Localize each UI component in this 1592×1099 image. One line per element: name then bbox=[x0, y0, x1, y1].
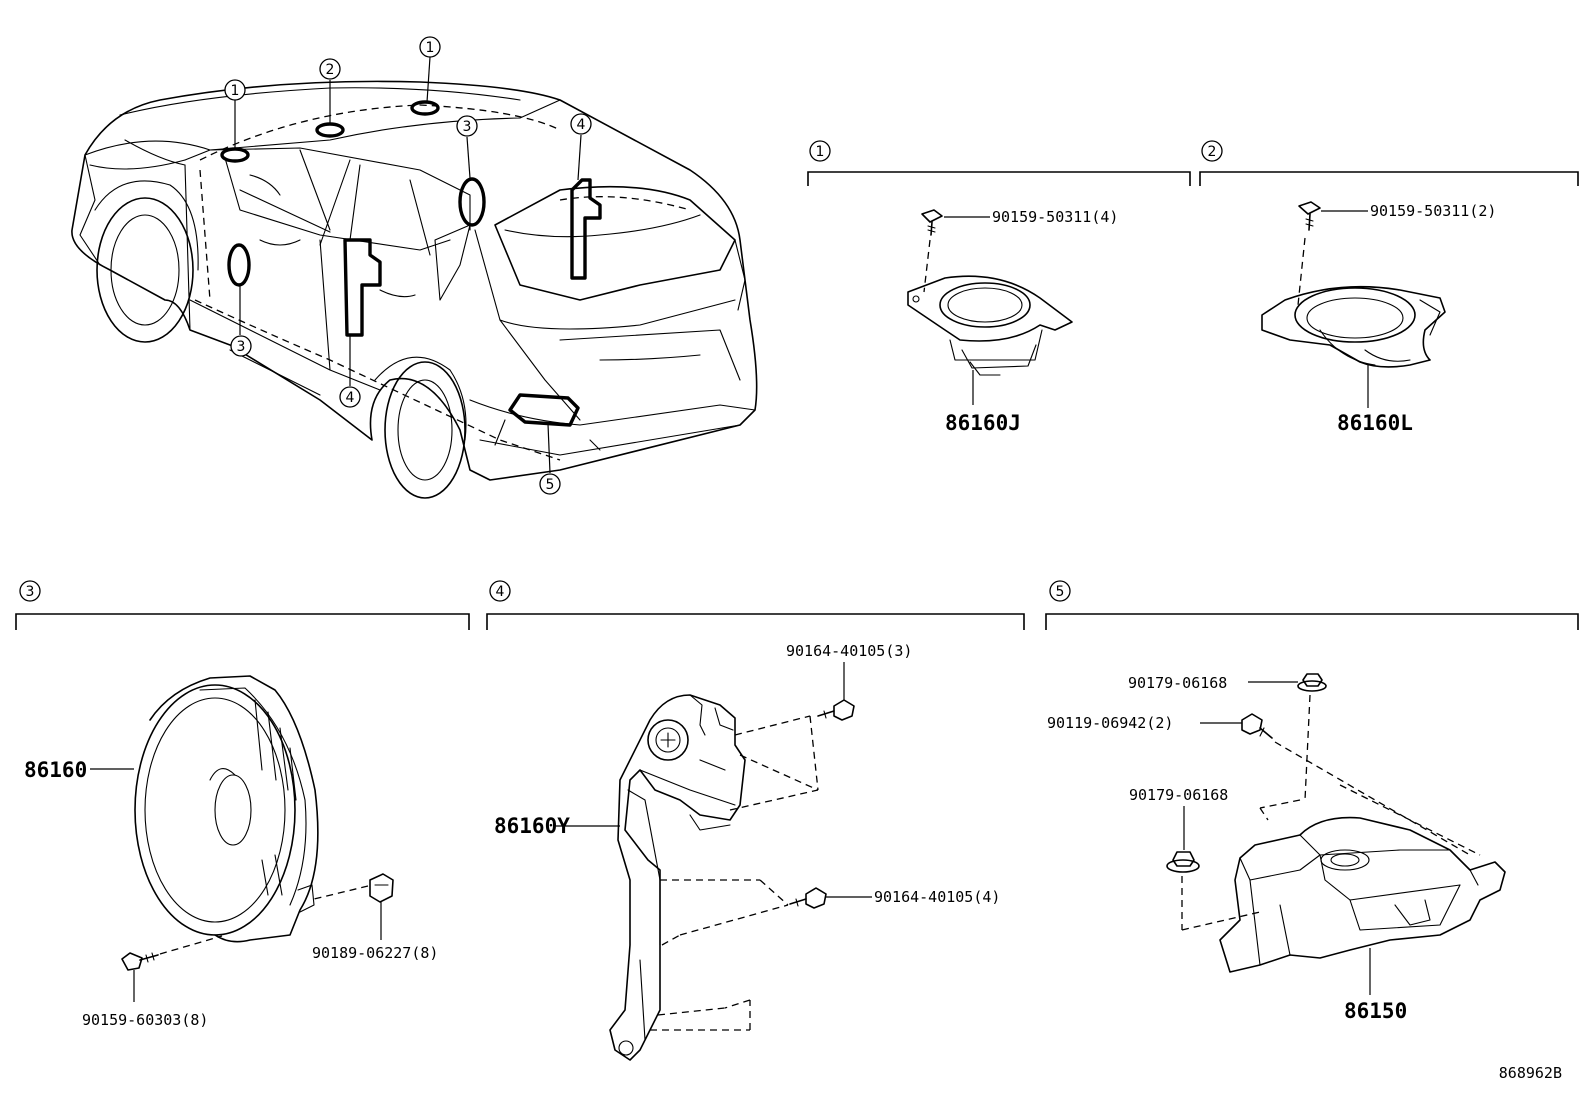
section-4-callout: 4 bbox=[489, 580, 511, 602]
nut-icon bbox=[1297, 673, 1327, 692]
vehicle-callout-2: 2 bbox=[319, 58, 341, 80]
diagram-code: 868962B bbox=[1499, 1064, 1562, 1082]
section-3-bracket bbox=[15, 613, 470, 630]
svg-text:4: 4 bbox=[346, 390, 355, 406]
screw-icon bbox=[921, 209, 943, 236]
screw-icon bbox=[121, 952, 159, 971]
part-86160J: 86160J bbox=[945, 411, 1021, 435]
section-4-bracket bbox=[486, 613, 1025, 630]
section-5-bracket bbox=[1045, 613, 1579, 630]
vehicle-callout-5: 5 bbox=[539, 473, 561, 495]
section-1-bracket bbox=[807, 171, 1191, 186]
part-86160L: 86160L bbox=[1337, 411, 1413, 435]
section-2-bracket bbox=[1199, 171, 1579, 186]
door-speaker-icon bbox=[134, 675, 319, 943]
section-5-callout: 5 bbox=[1049, 580, 1071, 602]
svg-text:4: 4 bbox=[577, 117, 586, 133]
svg-text:3: 3 bbox=[463, 119, 472, 135]
vehicle-callout-1a: 1 bbox=[224, 79, 246, 101]
part-90164-40105-3: 90164-40105(3) bbox=[786, 642, 912, 660]
section-3-callout: 3 bbox=[19, 580, 41, 602]
bolt-icon bbox=[1241, 713, 1273, 739]
svg-text:3: 3 bbox=[26, 584, 35, 600]
section-2-callout: 2 bbox=[1201, 140, 1223, 162]
svg-text:1: 1 bbox=[426, 40, 435, 56]
section-3: 3 86160 90189-06227(8) bbox=[15, 580, 470, 1029]
part-90159-60303-8: 90159-60303(8) bbox=[82, 1011, 208, 1029]
tweeter-speaker-icon bbox=[1261, 285, 1446, 368]
vehicle-callout-1b: 1 bbox=[419, 36, 441, 58]
vehicle-overview: 1 2 1 3 4 3 4 5 bbox=[71, 36, 758, 499]
part-90189-06227-8: 90189-06227(8) bbox=[312, 944, 438, 962]
screw-icon bbox=[1298, 201, 1321, 231]
bolt-icon bbox=[789, 887, 827, 909]
tweeter-speaker-icon bbox=[907, 275, 1073, 376]
part-90179-06168-top: 90179-06168 bbox=[1128, 674, 1227, 692]
amplifier-icon bbox=[1219, 816, 1506, 973]
part-90159-50311-4: 90159-50311(4) bbox=[992, 208, 1118, 226]
part-86160: 86160 bbox=[24, 758, 87, 782]
vehicle-callout-4a: 4 bbox=[570, 113, 592, 135]
part-90164-40105-4: 90164-40105(4) bbox=[874, 888, 1000, 906]
part-90179-06168-left: 90179-06168 bbox=[1129, 786, 1228, 804]
part-90159-50311-2: 90159-50311(2) bbox=[1370, 202, 1496, 220]
section-1: 1 90159-50311(4) 86160J bbox=[807, 140, 1191, 435]
clip-icon bbox=[369, 873, 394, 903]
svg-text:2: 2 bbox=[326, 62, 335, 78]
svg-text:1: 1 bbox=[231, 83, 240, 99]
section-5: 5 90179-06168 90119-06942(2) 90179-06168 bbox=[1045, 580, 1579, 1023]
svg-text:2: 2 bbox=[1208, 144, 1217, 160]
svg-text:4: 4 bbox=[496, 584, 505, 600]
part-86160Y: 86160Y bbox=[494, 814, 570, 838]
section-1-callout: 1 bbox=[809, 140, 831, 162]
vehicle-callout-3a: 3 bbox=[456, 115, 478, 137]
pillar-speaker-bracket-icon bbox=[609, 694, 746, 1061]
vehicle-callout-3b: 3 bbox=[230, 335, 252, 357]
svg-text:5: 5 bbox=[1056, 584, 1065, 600]
svg-text:3: 3 bbox=[237, 339, 246, 355]
section-2: 2 90159-50311(2) 86160L bbox=[1199, 140, 1579, 435]
svg-text:1: 1 bbox=[816, 144, 825, 160]
section-4: 4 90164-40105(3) bbox=[486, 580, 1025, 1061]
bolt-icon bbox=[817, 699, 855, 721]
part-90119-06942-2: 90119-06942(2) bbox=[1047, 714, 1173, 732]
part-86150: 86150 bbox=[1344, 999, 1407, 1023]
vehicle-callout-4b: 4 bbox=[339, 386, 361, 408]
svg-text:5: 5 bbox=[546, 477, 555, 493]
nut-icon bbox=[1166, 851, 1200, 873]
